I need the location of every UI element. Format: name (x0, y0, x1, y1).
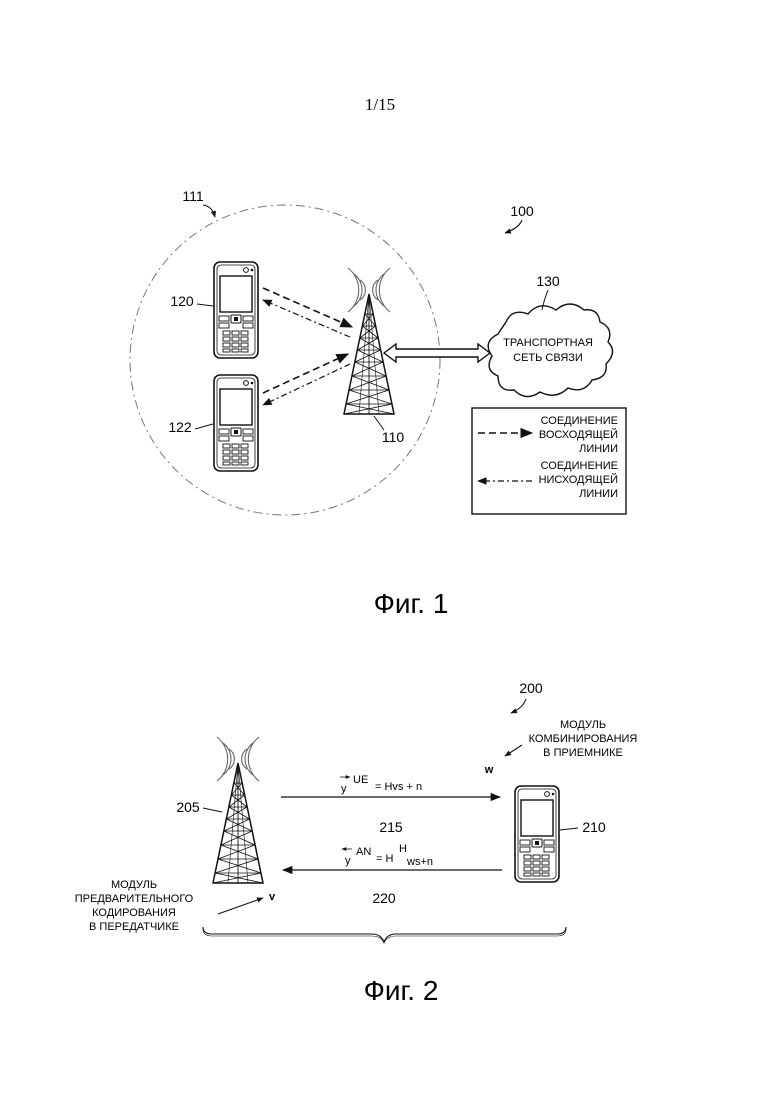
equation-forward: y UE = Hvs + n (340, 774, 422, 795)
tower-icon-205 (213, 737, 263, 883)
ref-ue: 210 (582, 819, 606, 835)
precoder-symbol: v (269, 891, 276, 903)
ref-tower-leader (203, 808, 222, 812)
ref-ue-bottom: 122 (168, 419, 192, 435)
legend-downlink-2: НИСХОДЯЩЕЙ (539, 473, 618, 486)
legend-downlink-3: ЛИНИИ (579, 488, 618, 500)
uplink-arrow-ue-120 (263, 288, 352, 327)
tower-icon-base-station (344, 268, 394, 414)
phone-icon-ue-210 (515, 786, 559, 882)
downlink-arrow-ue-122 (263, 364, 350, 405)
ref-ue-bottom-leader (195, 424, 213, 429)
ref-system-100: 100 (510, 203, 534, 219)
page-number: 1/15 (365, 95, 395, 114)
ref-forward: 215 (379, 819, 403, 835)
figure-1: 111 100 120 122 110 ТРАНСПОРТНАЯ СЕТЬ СВ… (130, 188, 626, 619)
ref-cell: 111 (182, 188, 203, 204)
network-cloud (488, 304, 612, 397)
precoder-label-4: В ПЕРЕДАТЧИКЕ (89, 921, 179, 933)
ref-network: 130 (536, 273, 560, 289)
legend-uplink-2: ВОСХОДЯЩЕЙ (539, 428, 618, 441)
ref-ue-top-leader (197, 304, 213, 306)
phone-icon-ue-122 (214, 375, 258, 471)
ref-base-station: 110 (382, 429, 405, 445)
downlink-arrow-ue-120 (263, 300, 350, 337)
eq-forward-var: y (341, 783, 347, 795)
uplink-arrow-ue-122 (263, 354, 348, 393)
ref-system-200-leader (511, 699, 526, 713)
combiner-symbol: w (484, 764, 494, 776)
ref-reverse: 220 (372, 890, 396, 906)
network-label-1: ТРАНСПОРТНАЯ (503, 337, 593, 349)
eq-reverse-rhs-pre: = H (376, 853, 393, 865)
combiner-label-3: В ПРИЕМНИКЕ (543, 747, 623, 759)
backhaul-double-arrow (384, 344, 490, 362)
legend-uplink-1: СОЕДИНЕНИЕ (541, 415, 618, 427)
ref-base-station-leader (374, 416, 384, 430)
ref-system-200: 200 (519, 680, 543, 696)
legend-box: СОЕДИНЕНИЕ ВОСХОДЯЩЕЙ ЛИНИИ СОЕДИНЕНИЕ Н… (472, 408, 626, 514)
network-label-2: СЕТЬ СВЯЗИ (513, 352, 583, 364)
ref-tower: 205 (176, 799, 200, 815)
eq-reverse-rhs-post: ws+n (406, 856, 433, 868)
figure-2: 200 МОДУЛЬ КОМБИНИРОВАНИЯ В ПРИЕМНИКЕ w … (75, 680, 638, 1006)
ref-cell-leader (203, 205, 215, 217)
eq-reverse-var: y (345, 855, 351, 867)
eq-forward-rhs: = Hvs + n (375, 781, 422, 793)
precoder-label-3: КОДИРОВАНИЯ (92, 907, 176, 919)
eq-reverse-rhs-sup: H (399, 843, 407, 855)
system-brace (203, 927, 566, 942)
fig2-caption: Фиг. 2 (364, 975, 439, 1006)
phone-icon-ue-120 (214, 262, 258, 358)
combiner-label-2: КОМБИНИРОВАНИЯ (529, 733, 638, 745)
fig1-caption: Фиг. 1 (374, 588, 449, 619)
combiner-label-1: МОДУЛЬ (560, 719, 606, 731)
legend-downlink-1: СОЕДИНЕНИЕ (541, 460, 618, 472)
precoder-leader (218, 898, 263, 914)
eq-forward-sup: UE (353, 774, 368, 786)
eq-reverse-sup: AN (356, 846, 371, 858)
legend-uplink-3: ЛИНИИ (579, 443, 618, 455)
ref-system-leader (505, 220, 522, 233)
precoder-label-1: МОДУЛЬ (111, 879, 157, 891)
equation-reverse: y AN = H H ws+n (342, 843, 433, 868)
ref-ue-leader (560, 828, 578, 830)
precoder-label-2: ПРЕДВАРИТЕЛЬНОГО (75, 893, 194, 905)
ref-ue-top: 120 (170, 293, 194, 309)
combiner-leader (505, 745, 522, 756)
